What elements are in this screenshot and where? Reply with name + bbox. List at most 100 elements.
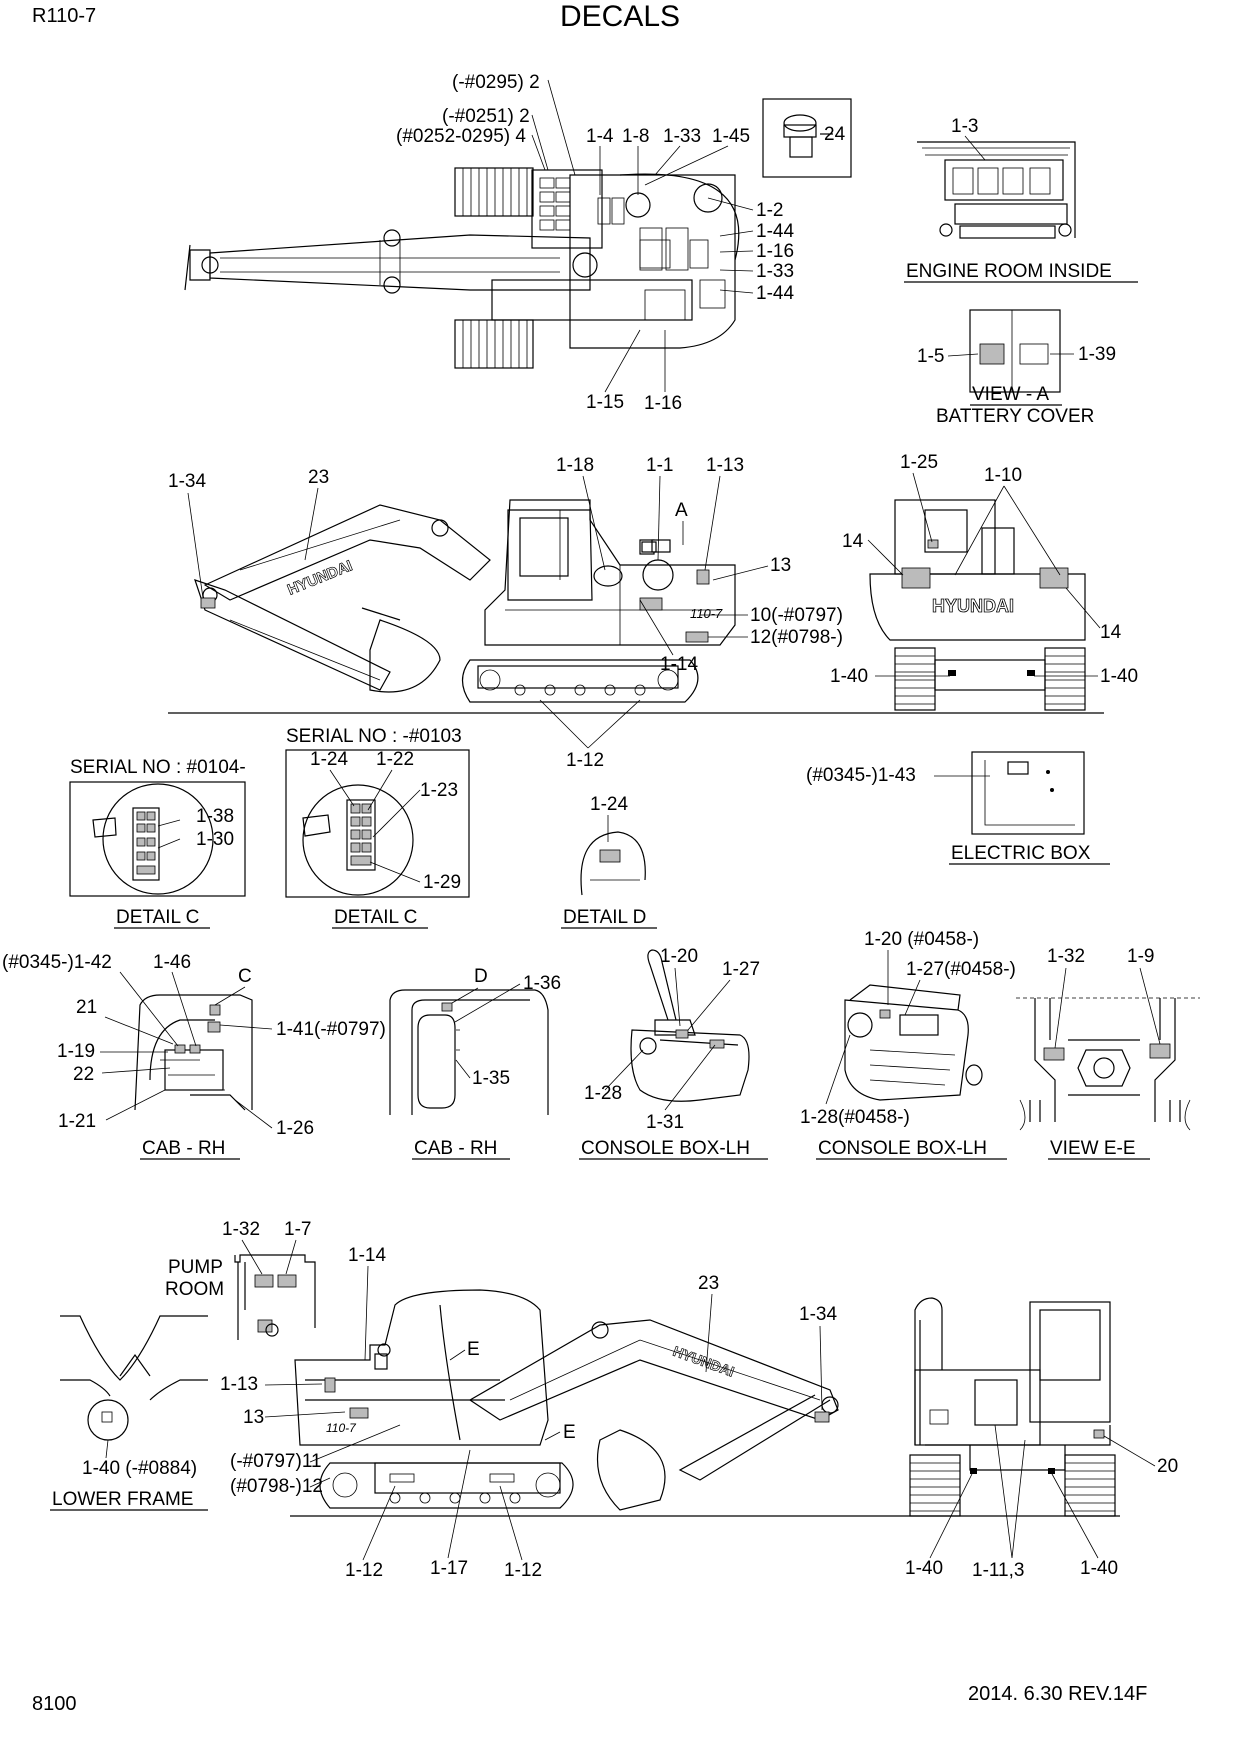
- callout-label: 1-44: [756, 221, 794, 242]
- callout-label: 1-35: [472, 1068, 510, 1089]
- callout-label: C: [238, 966, 252, 987]
- callout-label: (#0345-)1-42: [2, 952, 112, 973]
- callout-label: 1-33: [756, 261, 794, 282]
- callout-label: 1-40: [1080, 1558, 1118, 1579]
- detail-c2-caption: DETAIL C: [334, 907, 417, 928]
- callout-label: E: [563, 1422, 576, 1443]
- view-a-subcaption: BATTERY COVER: [936, 406, 1094, 427]
- callout-label: 1-40: [1100, 666, 1138, 687]
- callout-label: 1-15: [586, 392, 624, 413]
- rear-view-drawing: HYUNDAI: [869, 499, 1086, 711]
- callout-label: (#0798-)12: [230, 1476, 323, 1497]
- callout-label: 1-20: [660, 946, 698, 967]
- detail-d-caption: DETAIL D: [563, 907, 646, 928]
- callout-label: 1-9: [1127, 946, 1154, 967]
- callout-label: (-#0295) 2: [452, 72, 540, 93]
- callout-label: 1-8: [622, 126, 649, 147]
- detail-c2-drawing: [302, 784, 414, 896]
- callout-label: 1-7: [284, 1219, 311, 1240]
- callout-label: E: [467, 1339, 480, 1360]
- cab-rh1-caption: CAB - RH: [142, 1138, 225, 1159]
- pump-room-label: PUMP: [168, 1257, 223, 1278]
- callout-label: 1-32: [1047, 946, 1085, 967]
- callout-label: 12(#0798-): [750, 627, 843, 648]
- console2-caption: CONSOLE BOX-LH: [818, 1138, 987, 1159]
- callout-label: 1-24: [310, 749, 348, 770]
- fuel-cap-detail-box: [762, 98, 852, 178]
- callout-label: 1-34: [168, 471, 206, 492]
- callout-label: 1-28(#0458-): [800, 1107, 910, 1128]
- callout-label: 1-16: [756, 241, 794, 262]
- top-view-leaders: [531, 79, 754, 393]
- model-badge: 110-7: [326, 1421, 357, 1435]
- bottom-side-callouts: 1-14 1-13 13 (-#0797)11 (#0798-)12 E E 2…: [220, 1245, 837, 1581]
- callout-label: 1-18: [556, 455, 594, 476]
- pump-room-label: ROOM: [165, 1279, 224, 1300]
- callout-label: 1-31: [646, 1112, 684, 1133]
- view-ee-caption: VIEW E-E: [1050, 1138, 1136, 1159]
- callout-label: 1-1: [646, 455, 673, 476]
- callout-label: 22: [73, 1064, 94, 1085]
- callout-label: 1-45: [712, 126, 750, 147]
- callout-label: 1-28: [584, 1083, 622, 1104]
- callout-label: 1-27: [722, 959, 760, 980]
- callout-label: 1-36: [523, 973, 561, 994]
- callout-label: 1-38: [196, 806, 234, 827]
- callout-label: 1-44: [756, 283, 794, 304]
- serial-label: SERIAL NO : -#0103: [286, 726, 462, 747]
- bottom-side-view-drawing: 110-7 HYUNDAI: [294, 1289, 839, 1511]
- callout-label: 1-12: [345, 1560, 383, 1581]
- callout-label: 1-33: [663, 126, 701, 147]
- cab-rh1-leaders: [100, 971, 273, 1129]
- callout-label: 20: [1157, 1456, 1178, 1477]
- callout-label: 1-12: [504, 1560, 542, 1581]
- electric-box-caption: ELECTRIC BOX: [951, 843, 1091, 864]
- callout-label: 1-22: [376, 749, 414, 770]
- callout-label: 1-40 (-#0884): [82, 1458, 197, 1479]
- engine-room-caption: ENGINE ROOM INSIDE: [906, 261, 1112, 282]
- rear-brand-text: HYUNDAI: [932, 596, 1014, 616]
- callout-label: 1-10: [984, 465, 1022, 486]
- callout-label: 1-25: [900, 452, 938, 473]
- battery-cover-drawing: [969, 309, 1061, 393]
- callout-label: 1-20 (#0458-): [864, 929, 979, 950]
- callout-label: 1-34: [799, 1304, 837, 1325]
- callout-label: A: [675, 500, 688, 521]
- callout-label: 24: [824, 124, 846, 145]
- top-view-drawing: [184, 167, 740, 369]
- detail-c2-frame: [285, 749, 470, 898]
- model-badge: 110-7: [690, 606, 723, 621]
- console2-drawing: [844, 984, 983, 1101]
- callout-label: 1-29: [423, 872, 461, 893]
- console1-drawing: [630, 949, 750, 1102]
- view-a-caption: VIEW - A: [972, 384, 1049, 405]
- callout-label: 1-32: [222, 1219, 260, 1240]
- callout-label: 1-13: [220, 1374, 258, 1395]
- cab-rh1-callouts: (#0345-)1-42 1-46 C 21 1-41(-#0797) 1-19…: [2, 952, 386, 1139]
- callout-label: 1-39: [1078, 344, 1116, 365]
- console1-caption: CONSOLE BOX-LH: [581, 1138, 750, 1159]
- callout-label: 23: [698, 1273, 719, 1294]
- callout-label: (-#0797)11: [230, 1451, 322, 1472]
- callout-label: 1-11,3: [972, 1560, 1024, 1581]
- callout-label: (#0345-)1-43: [806, 765, 916, 786]
- boom-brand-text: HYUNDAI: [285, 557, 355, 598]
- callout-label: (#0252-0295) 4: [396, 126, 526, 147]
- callout-label: 1-41(-#0797): [276, 1019, 386, 1040]
- callout-label: 1-14: [348, 1245, 386, 1266]
- model-label: R110-7: [32, 5, 96, 27]
- callout-label: 1-4: [586, 126, 614, 147]
- top-view-callouts: (-#0295) 2 (-#0251) 2 (#0252-0295) 4 1-4…: [396, 72, 846, 414]
- bottom-side-leaders: [264, 1265, 823, 1561]
- callout-label: 1-19: [57, 1041, 95, 1062]
- callout-label: D: [474, 966, 488, 987]
- page-title: DECALS: [560, 0, 680, 33]
- side-view-callouts: 1-34 23 1-18 1-1 1-13 A 13 10(-#0797) 12…: [168, 455, 843, 771]
- callout-label: 1-26: [276, 1118, 314, 1139]
- lower-frame-caption: LOWER FRAME: [52, 1489, 193, 1510]
- callout-label: 1-17: [430, 1558, 468, 1579]
- detail-c1-frame: [69, 781, 246, 897]
- page-number: 8100: [32, 1693, 77, 1715]
- revision-date: 2014. 6.30 REV.14F: [968, 1683, 1147, 1705]
- callout-label: 10(-#0797): [750, 605, 843, 626]
